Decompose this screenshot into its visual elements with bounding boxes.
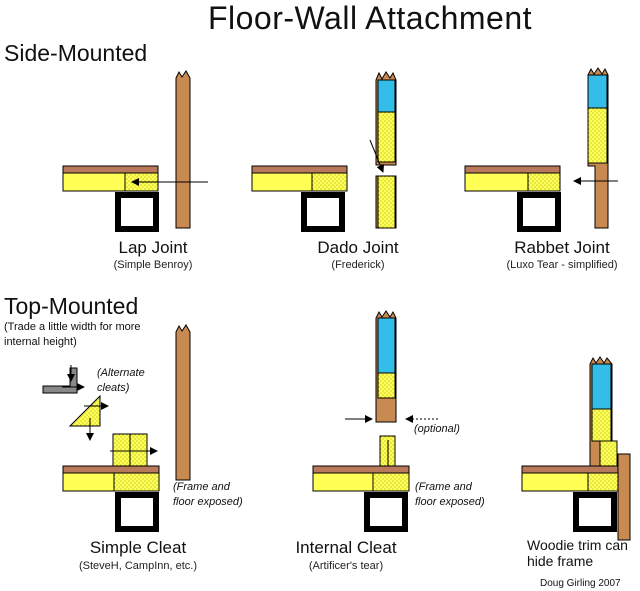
lap-joint-label: Lap Joint [118,238,188,257]
page-title: Floor-Wall Attachment [207,0,533,36]
dado-joint-drawing [251,71,397,232]
floor-panel-top [62,165,159,174]
internal-cleat-label: Internal Cleat [295,538,397,557]
woodie-trim-drawing [521,356,631,541]
optional-note: (optional) [414,423,460,435]
wall-board [175,70,191,229]
top-mounted-heading: Top-Mounted [4,293,139,319]
frame-floor-exposed-note-1: (Frame and floor exposed) [173,481,243,508]
dado-joint-label: Dado Joint [317,238,399,257]
credit: Doug Girling 2007 [540,578,621,589]
internal-cleat-drawing [312,310,438,532]
frame-floor-exposed-note-2: (Frame and floor exposed) [415,481,485,508]
rabbet-joint-label: Rabbet Joint [514,238,610,257]
woodie-trim [617,453,631,541]
lap-joint-sub: (Simple Benroy) [113,259,193,271]
top-mounted-note: (Trade a little width for more internal … [4,321,141,348]
side-mounted-heading: Side-Mounted [4,40,148,66]
l-cleat [42,367,78,394]
lap-joint-drawing [62,70,208,232]
rabbet-joint-sub: (Luxo Tear - simplified) [506,259,618,271]
triangle-cleat [68,394,101,427]
rabbet-joint-drawing [464,67,618,232]
simple-cleat-drawing [62,324,191,532]
alternate-cleats-drawing [42,365,109,441]
woodie-trim-label: Woodie trim can hide frame [527,537,628,569]
simple-cleat-sub: (SteveH, CampInn, etc.) [79,560,197,572]
dado-joint-sub: (Frederick) [331,259,385,271]
alternate-cleats-note: (Alternate cleats) [97,367,145,394]
internal-cleat-sub: (Artificer's tear) [308,560,384,572]
simple-cleat-label: Simple Cleat [89,538,187,557]
